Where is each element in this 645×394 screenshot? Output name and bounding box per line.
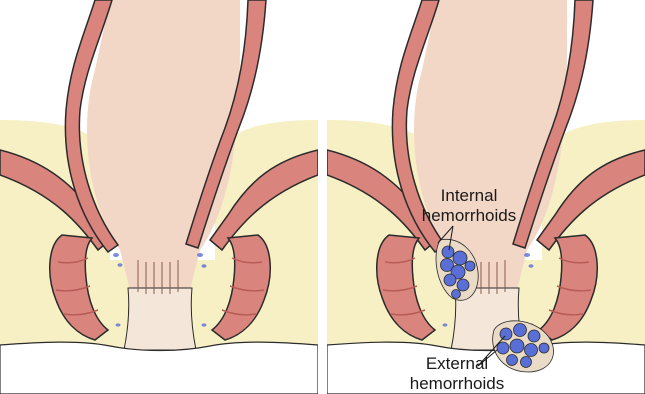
internal-hemorrhoids-label: Internal hemorrhoids	[414, 186, 524, 226]
normal-anatomy-panel	[0, 0, 318, 394]
external-hemorrhoids-label: External hemorrhoids	[398, 354, 516, 394]
panel-divider	[318, 0, 327, 394]
